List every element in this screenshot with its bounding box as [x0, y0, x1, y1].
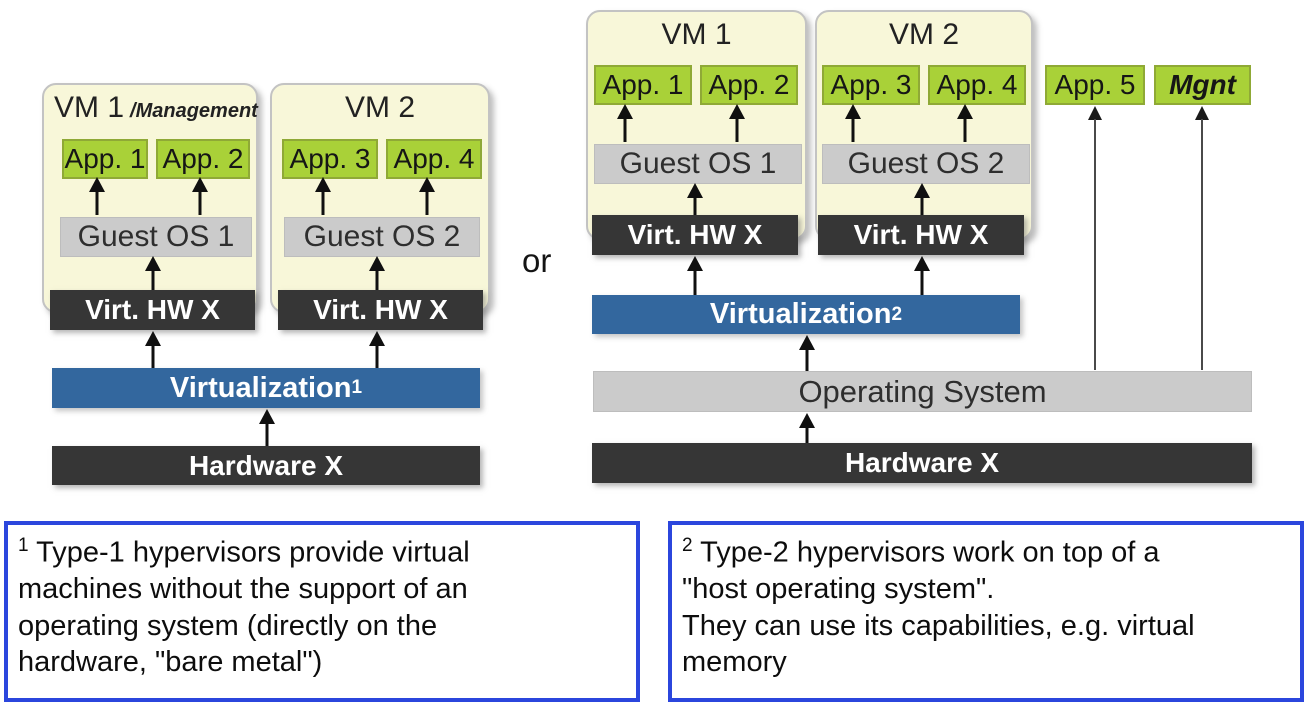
vm-subtitle: /Management [130, 100, 258, 122]
arrow-up-icon [369, 331, 385, 368]
app-box: App. 3 [282, 139, 378, 179]
vm-header: VM 1 [598, 18, 795, 52]
arrow-up-icon [617, 104, 633, 142]
vm-container: VM 2 App. 3 App. 4 Guest OS 2 [815, 10, 1033, 240]
app-box: App. 2 [156, 139, 250, 179]
guest-os-bar: Guest OS 1 [594, 144, 802, 184]
vm-container: VM 1 App. 1 App. 2 Guest OS 1 [586, 10, 807, 240]
app-box: App. 4 [386, 139, 482, 179]
virtualization-label: Virtualization [709, 298, 892, 330]
vm-title: VM 1 [661, 18, 732, 51]
arrow-up-icon [957, 104, 973, 142]
virt-hw-bar: Virt. HW X [278, 290, 483, 330]
vm-title: VM 2 [888, 18, 960, 51]
hardware-bar: Hardware X [52, 446, 480, 485]
arrow-up-icon [845, 104, 861, 142]
vm-header: VM 2 [282, 91, 478, 125]
virt-hw-bar: Virt. HW X [50, 290, 255, 330]
arrow-up-icon [192, 177, 208, 215]
app-box: App. 5 [1045, 65, 1145, 105]
guest-os-bar: Guest OS 2 [284, 217, 480, 257]
vm-title: VM 2 [344, 91, 416, 124]
operating-system-bar: Operating System [593, 371, 1252, 412]
app-box: App. 3 [822, 65, 920, 105]
footnote-text: Type-1 hypervisors provide virtual machi… [18, 536, 470, 679]
vm-title: VM 1 [54, 91, 125, 124]
footnote-type1: 1 Type-1 hypervisors provide virtual mac… [4, 521, 640, 702]
arrow-up-icon [799, 413, 815, 443]
vm-header: VM 2 [827, 18, 1021, 52]
arrow-up-icon [914, 256, 930, 295]
arrow-up-icon [729, 104, 745, 142]
app-box: App. 1 [62, 139, 148, 179]
virtualization-sup: 2 [891, 303, 903, 325]
mgnt-box: Mgnt [1154, 65, 1251, 105]
guest-os-bar: Guest OS 2 [822, 144, 1030, 184]
arrow-up-icon [799, 335, 815, 371]
or-label: or [522, 242, 552, 279]
app-box: App. 2 [700, 65, 798, 105]
footnote-text: Type-2 hypervisors work on top of a "hos… [682, 536, 1195, 679]
vm-container: VM 2 App. 3 App. 4 Guest OS 2 [270, 83, 490, 313]
arrow-up-icon [369, 256, 385, 290]
arrow-up-icon [687, 183, 703, 215]
arrow-up-icon [914, 183, 930, 215]
footnote-type2: 2 Type-2 hypervisors work on top of a "h… [668, 521, 1304, 702]
virtualization-label: Virtualization [169, 371, 352, 404]
hardware-bar: Hardware X [592, 443, 1252, 483]
virt-hw-bar: Virt. HW X [592, 215, 798, 255]
footnote-sup: 2 [682, 535, 693, 556]
app-box: App. 1 [594, 65, 692, 105]
vm-header: VM 1 /Management [54, 91, 258, 125]
vm-container: VM 1 /Management App. 1 App. 2 Guest OS … [42, 83, 258, 313]
arrow-up-icon [145, 256, 161, 290]
arrow-up-icon [419, 177, 435, 215]
long-arrow-up-icon [1088, 106, 1102, 370]
app-box: App. 4 [928, 65, 1026, 105]
virt-hw-bar: Virt. HW X [818, 215, 1024, 255]
footnote-sup: 1 [18, 535, 29, 556]
arrow-up-icon [315, 177, 331, 215]
virtualization-sup: 1 [351, 377, 363, 398]
long-arrow-up-icon [1195, 106, 1209, 370]
arrow-up-icon [89, 177, 105, 215]
arrow-up-icon [687, 256, 703, 295]
arrow-up-icon [145, 331, 161, 368]
guest-os-bar: Guest OS 1 [60, 217, 252, 257]
arrow-up-icon [259, 409, 275, 446]
